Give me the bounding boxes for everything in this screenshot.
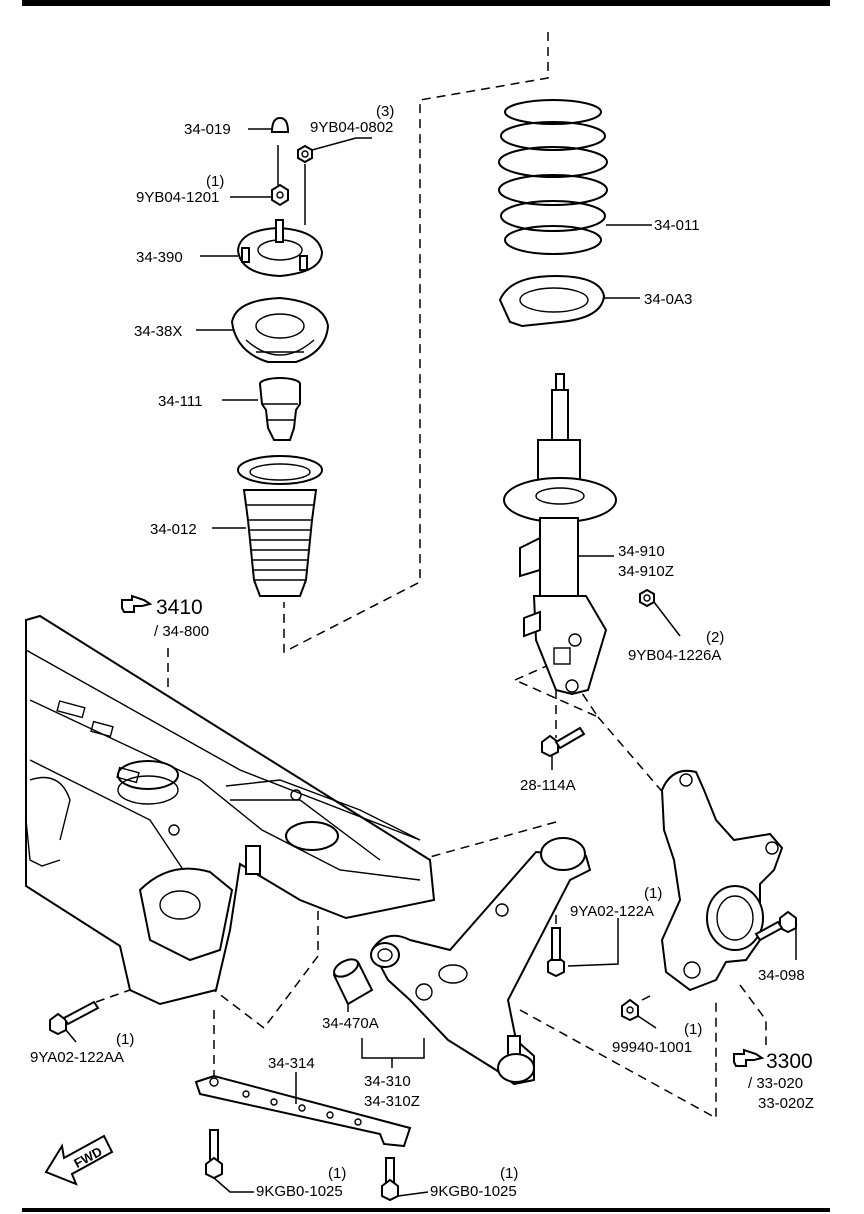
label-dust-boot: 34-012	[150, 521, 197, 538]
assembly-lines	[95, 32, 767, 1120]
label-knuckle-group: 3300	[766, 1050, 813, 1073]
label-spring-seat: 34-0A3	[644, 291, 692, 308]
bottom-border	[22, 1208, 830, 1212]
bracket-bolt-2-part	[381, 1157, 399, 1202]
label-arm-bolt: 9YA02-122A	[570, 903, 654, 920]
arm-bolt-part	[547, 927, 565, 978]
bracket-bolt-1-part	[205, 1129, 223, 1180]
dust-boot-part	[237, 455, 323, 597]
label-top-nut: 9YB04-0802	[310, 119, 393, 136]
label-bump-stop: 34-111	[158, 393, 202, 410]
bracket-part	[194, 1074, 412, 1148]
label-knuckle-sub-z: 33-020Z	[758, 1095, 814, 1112]
top-border	[22, 0, 830, 6]
label-knuckle-nut-qty: (1)	[684, 1021, 702, 1038]
label-knuckle-nut: 99940-1001	[612, 1039, 692, 1056]
strut-mount-part	[236, 219, 324, 278]
label-knuckle-bolt: 34-098	[758, 967, 805, 984]
label-strut: 34-910	[618, 543, 665, 560]
label-spring: 34-011	[654, 217, 700, 234]
label-bracket-bolt-1: 9KGB0-1025	[256, 1183, 343, 1200]
label-cap: 34-019	[184, 121, 231, 138]
label-frame-bolt: 9YA02-122AA	[30, 1049, 124, 1066]
label-top-nut-qty: (3)	[376, 103, 394, 120]
pointing-hand-icon	[733, 1048, 765, 1067]
label-bushing: 34-470A	[322, 1015, 379, 1032]
label-center-nut-qty: (1)	[206, 173, 224, 190]
label-strut-bolt: 28-114A	[520, 777, 576, 794]
label-mount: 34-390	[136, 249, 183, 266]
label-arm-bolt-qty: (1)	[644, 885, 662, 902]
frame-bolt-part	[49, 1000, 100, 1036]
strut-nut-part	[639, 588, 655, 608]
label-frame-sub: / 34-800	[154, 623, 209, 640]
label-bearing: 34-38X	[134, 323, 182, 340]
label-strut-nut: 9YB04-1226A	[628, 647, 721, 664]
bearing-part	[230, 296, 330, 363]
pointing-hand-icon	[121, 594, 153, 613]
subframe-part	[25, 614, 436, 1006]
strut-part	[503, 373, 617, 696]
label-arm-z: 34-310Z	[364, 1093, 420, 1110]
label-center-nut: 9YB04-1201	[136, 189, 219, 206]
bushing-part	[332, 958, 374, 1006]
spring-seat-part	[498, 274, 606, 328]
label-strut-nut-qty: (2)	[706, 629, 724, 646]
cap-part	[270, 116, 290, 185]
bump-stop-part	[259, 377, 301, 441]
center-nut-part	[271, 183, 289, 207]
label-frame-group: 3410	[156, 596, 203, 619]
label-bracket-bolt-2-qty: (1)	[500, 1165, 518, 1182]
top-nut-part	[297, 144, 313, 225]
knuckle-nut-part	[621, 998, 639, 1022]
label-strut-z: 34-910Z	[618, 563, 674, 580]
fwd-label: FWD	[71, 1144, 104, 1171]
label-arm: 34-310	[364, 1073, 411, 1090]
label-knuckle-sub: / 33-020	[748, 1075, 803, 1092]
strut-bolt-part	[541, 726, 586, 758]
coil-spring-part	[498, 99, 608, 255]
label-bracket: 34-314	[268, 1055, 315, 1072]
fwd-arrow-icon: FWD	[44, 1134, 114, 1186]
knuckle-part	[660, 769, 784, 992]
label-frame-bolt-qty: (1)	[116, 1031, 134, 1048]
leader-lines	[65, 128, 797, 1197]
lower-arm-part	[370, 837, 592, 1086]
label-bracket-bolt-1-qty: (1)	[328, 1165, 346, 1182]
label-bracket-bolt-2: 9KGB0-1025	[430, 1183, 517, 1200]
